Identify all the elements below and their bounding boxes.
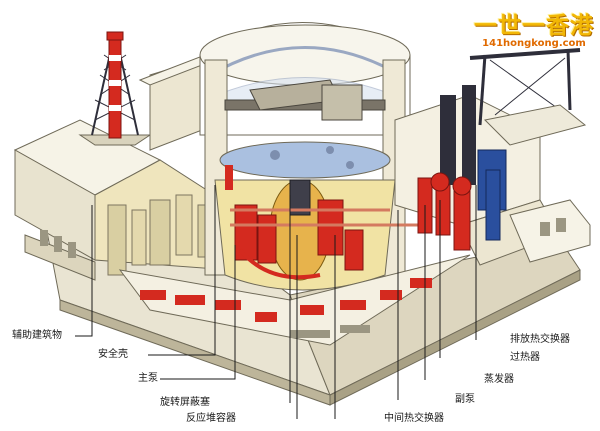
label-superheater: 过热器 xyxy=(510,352,540,363)
leader-main-pump xyxy=(160,245,236,380)
label-steam-generator: 蒸发器 xyxy=(484,374,514,385)
site-watermark: 一世一香港 141hongkong.com xyxy=(474,6,594,49)
label-main-pump: 主泵 xyxy=(138,373,158,384)
auxiliary-building-block xyxy=(13,119,231,281)
rear-building xyxy=(138,54,217,151)
label-intermediate-heat-exchanger: 中间热交换器 xyxy=(384,413,444,424)
label-auxiliary-building: 辅助建筑物 xyxy=(12,330,62,341)
exhaust-tower xyxy=(78,31,152,146)
label-safety-shell: 安全壳 xyxy=(98,349,128,360)
leader-lines xyxy=(75,185,477,419)
watermark-url: 141hongkong.com xyxy=(482,38,586,49)
label-exhaust-heat-exchanger: 排放热交换器 xyxy=(510,334,570,345)
right-wing xyxy=(509,199,591,263)
label-secondary-pump: 副泵 xyxy=(455,394,475,405)
containment-dome xyxy=(199,22,411,281)
watermark-title: 一世一香港 xyxy=(474,13,594,39)
leader-safety-shell xyxy=(148,185,216,356)
lower-floor xyxy=(118,254,471,346)
gantry-crane xyxy=(469,48,587,146)
reactor-core-area xyxy=(214,165,420,291)
label-reactor-vessel: 反应堆容器 xyxy=(186,413,236,424)
label-rotating-shield-plug: 旋转屏蔽塞 xyxy=(160,397,210,408)
leader-auxiliary-building xyxy=(75,205,93,337)
